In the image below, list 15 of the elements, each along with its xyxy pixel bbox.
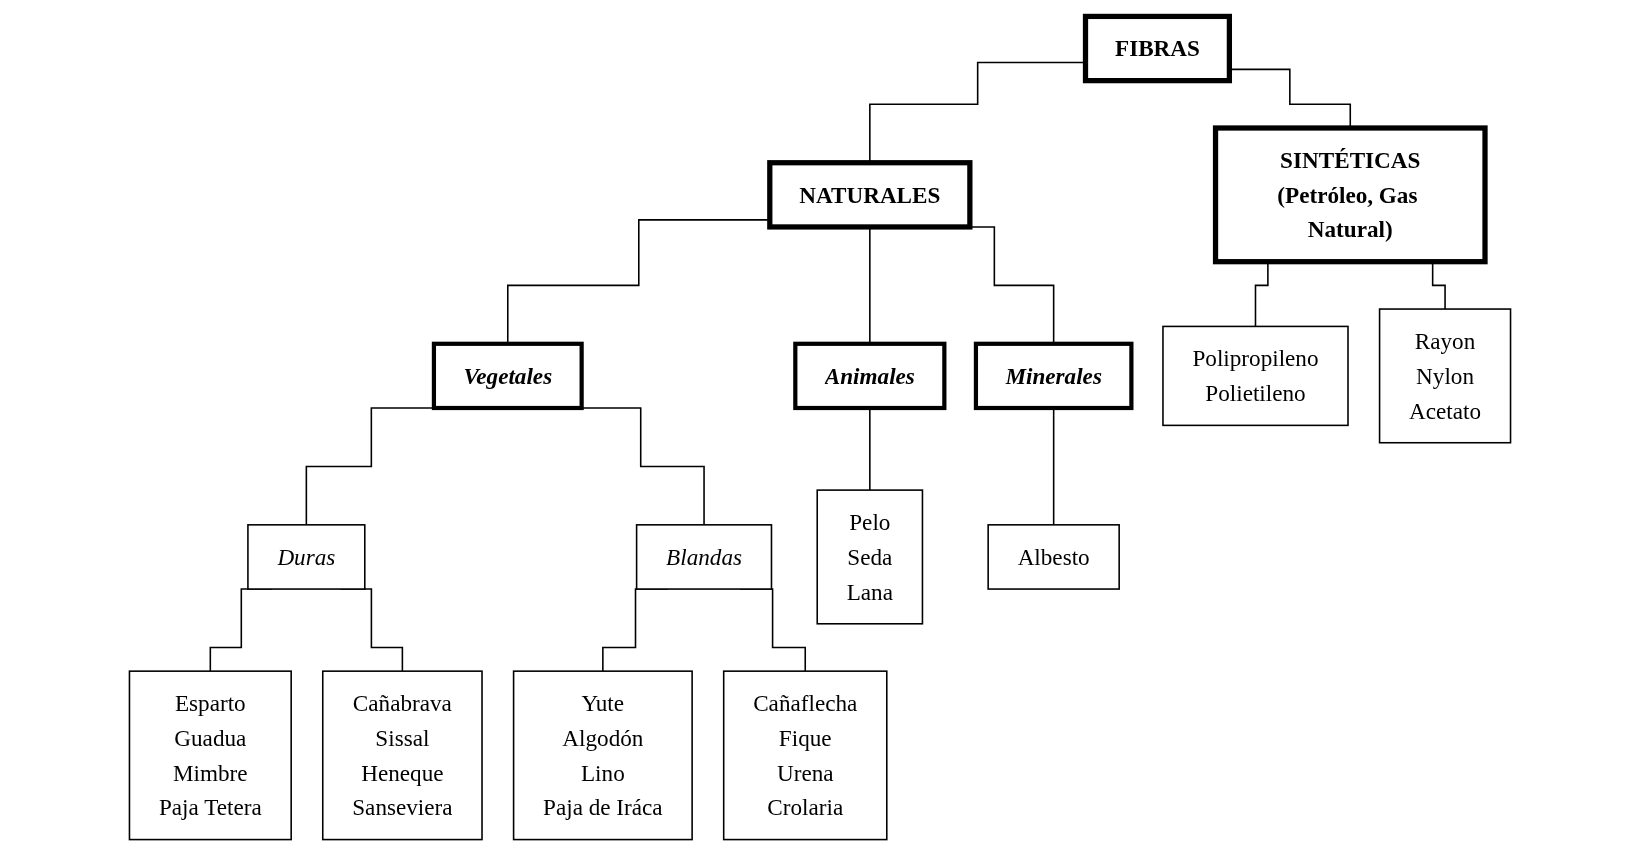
node-box: Blandas bbox=[635, 524, 773, 590]
node-box: Polipropileno Polietileno bbox=[1162, 325, 1349, 427]
node-box: Esparto Guadua Mimbre Paja Tetera bbox=[128, 670, 292, 841]
node-box: Vegetales bbox=[431, 341, 584, 411]
node-box: FIBRAS bbox=[1082, 13, 1233, 84]
node-box: Rayon Nylon Acetato bbox=[1378, 308, 1512, 444]
node-box: Yute Algodón Lino Paja de Iráca bbox=[512, 670, 693, 841]
node-box: NATURALES bbox=[767, 160, 973, 230]
node-box: Cañaflecha Fique Urena Crolaria bbox=[722, 670, 888, 841]
node-box: Cañabrava Sissal Heneque Sanseviera bbox=[321, 670, 483, 841]
node-box: Minerales bbox=[973, 341, 1134, 411]
node-box: Albesto bbox=[987, 524, 1120, 590]
node-box: Pelo Seda Lana bbox=[816, 489, 924, 625]
node-box: SINTÉTICAS (Petróleo, Gas Natural) bbox=[1212, 125, 1488, 265]
node-box: Duras bbox=[247, 524, 366, 590]
